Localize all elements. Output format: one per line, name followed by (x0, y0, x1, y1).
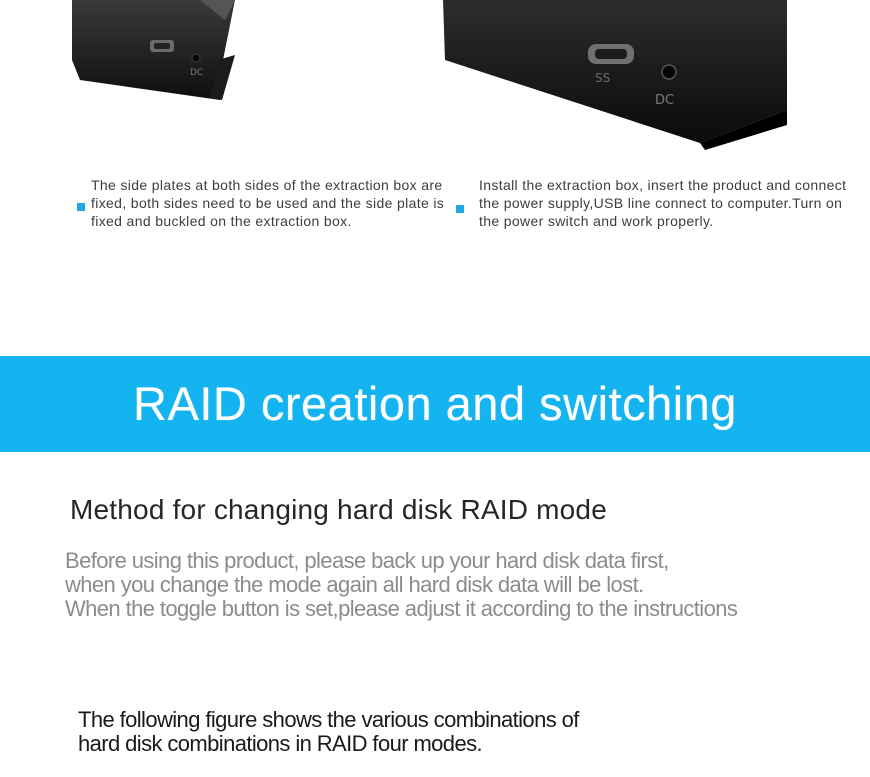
bullet-icon (456, 205, 464, 213)
enclosure-side-plate-photo: DC (50, 0, 265, 160)
intro-paragraph: Before using this product, please back u… (65, 549, 865, 621)
banner-title: RAID creation and switching (133, 377, 737, 430)
step-caption-install: Install the extraction box, insert the p… (479, 177, 847, 229)
figure-note-line: The following figure shows the various c… (78, 707, 579, 732)
section-title: Method for changing hard disk RAID mode (70, 494, 607, 525)
bullet-icon (77, 203, 85, 211)
figure-note: The following figure shows the various c… (78, 708, 778, 756)
section-banner: RAID creation and switching (0, 356, 870, 452)
intro-line: When the toggle button is set,please adj… (65, 596, 738, 621)
enclosure-assembled-photo: SS DC (425, 0, 805, 160)
dc-port-label: DC (190, 68, 203, 78)
figure-note-line: hard disk combinations in RAID four mode… (78, 731, 483, 756)
dc-port-label: DC (655, 93, 674, 108)
step-caption-side-plates: The side plates at both sides of the ext… (91, 177, 445, 229)
intro-line: Before using this product, please back u… (65, 548, 669, 573)
intro-line: when you change the mode again all hard … (65, 572, 644, 597)
usb-port-label: SS (595, 71, 610, 85)
